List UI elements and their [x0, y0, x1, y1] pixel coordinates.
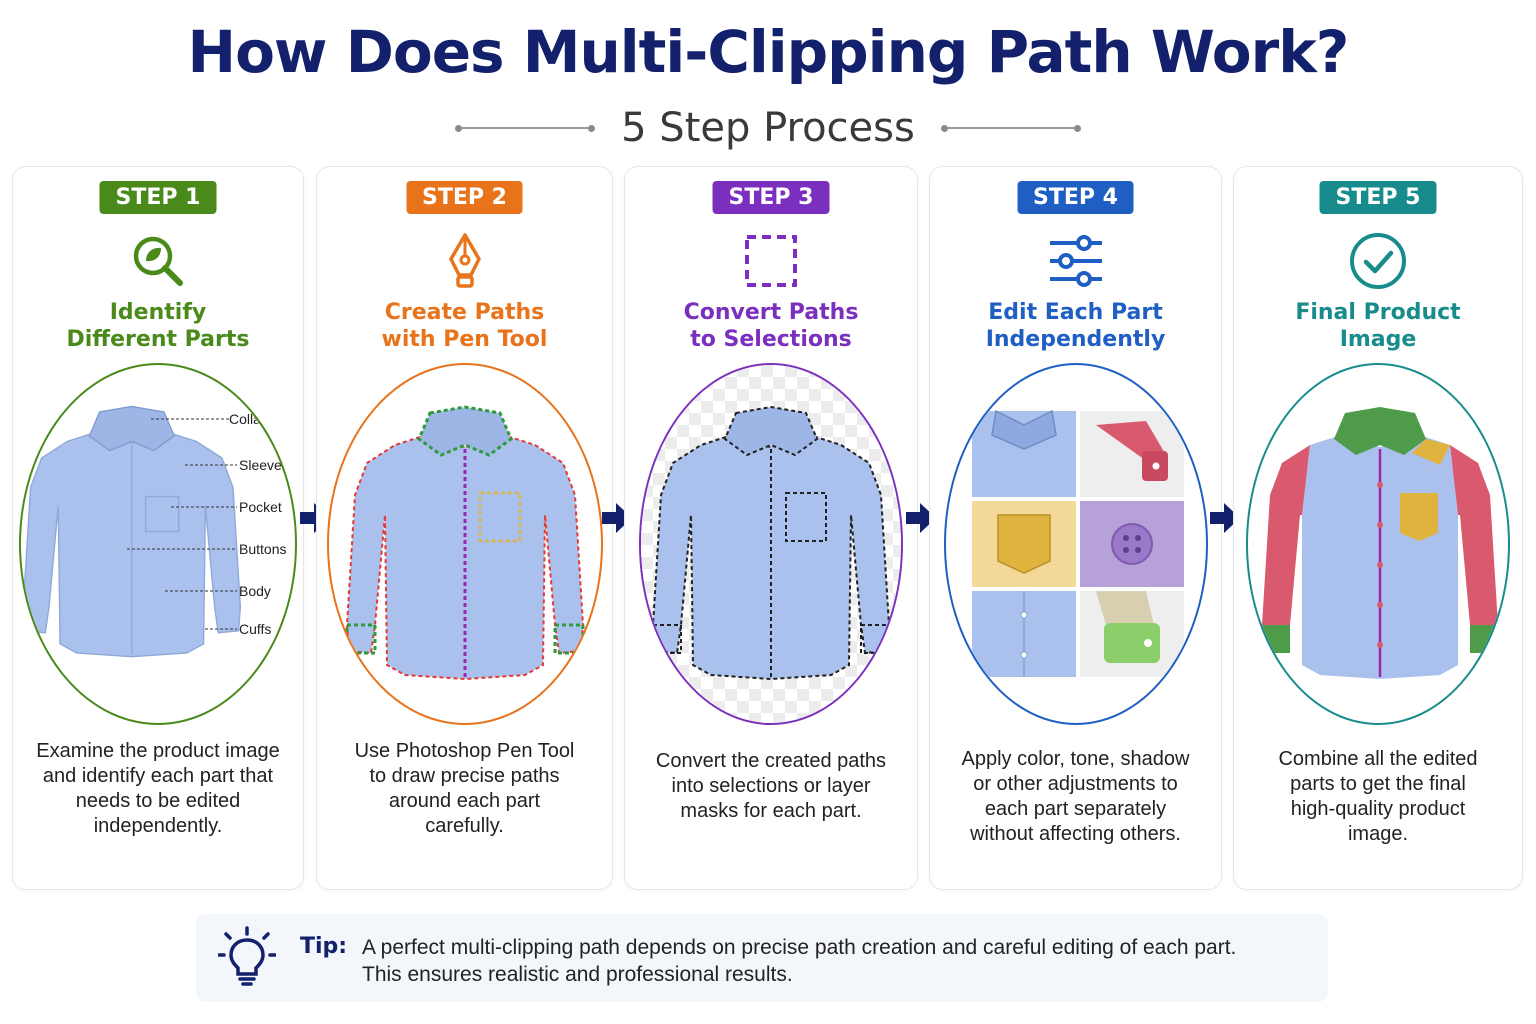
subtitle-line-right — [940, 124, 1081, 132]
arrow-right-icon — [906, 503, 936, 533]
sliders-icon — [1049, 235, 1102, 287]
callout-cuffs: Cuffs — [239, 621, 271, 637]
tip-label: Tip: — [300, 934, 348, 959]
callout-collar: Collar — [229, 411, 266, 427]
step-3-shirt-image — [639, 363, 903, 725]
step-1-badge: STEP 1 — [99, 181, 217, 214]
step-3-badge: STEP 3 — [712, 181, 830, 214]
step-4-parts-grid — [943, 363, 1208, 725]
arrow-right-icon — [602, 503, 632, 533]
subtitle: 5 Step Process — [621, 105, 915, 151]
step-2-shirt-image — [326, 363, 603, 725]
page-title: How Does Multi-Clipping Path Work? — [187, 18, 1350, 86]
pen-tool-icon — [448, 233, 481, 288]
step-4-badge: STEP 4 — [1017, 181, 1134, 214]
selection-icon — [745, 235, 797, 287]
callout-pocket: Pocket — [239, 499, 282, 515]
tip-box: Tip: A perfect multi-clipping path depen… — [196, 914, 1328, 1002]
subtitle-row: 5 Step Process — [0, 100, 1536, 156]
magnifier-leaf-icon — [133, 236, 183, 286]
tip-text: A perfect multi-clipping path depends on… — [362, 936, 1237, 986]
callout-body: Body — [239, 583, 271, 599]
callout-buttons: Buttons — [239, 541, 286, 557]
check-circle-icon — [1350, 233, 1406, 289]
step-2-badge: STEP 2 — [406, 181, 523, 214]
step-1-shirt-image: Collar Sleeves Pocket Buttons Body Cuffs — [19, 363, 297, 725]
subtitle-line-left — [455, 124, 596, 132]
lightbulb-icon — [218, 926, 276, 986]
step-5-badge: STEP 5 — [1319, 181, 1437, 214]
step-5-shirt-image — [1246, 363, 1510, 725]
callout-sleeves: Sleeves — [239, 457, 289, 473]
arrow-right-icon — [300, 503, 330, 533]
arrow-right-icon — [1210, 503, 1240, 533]
